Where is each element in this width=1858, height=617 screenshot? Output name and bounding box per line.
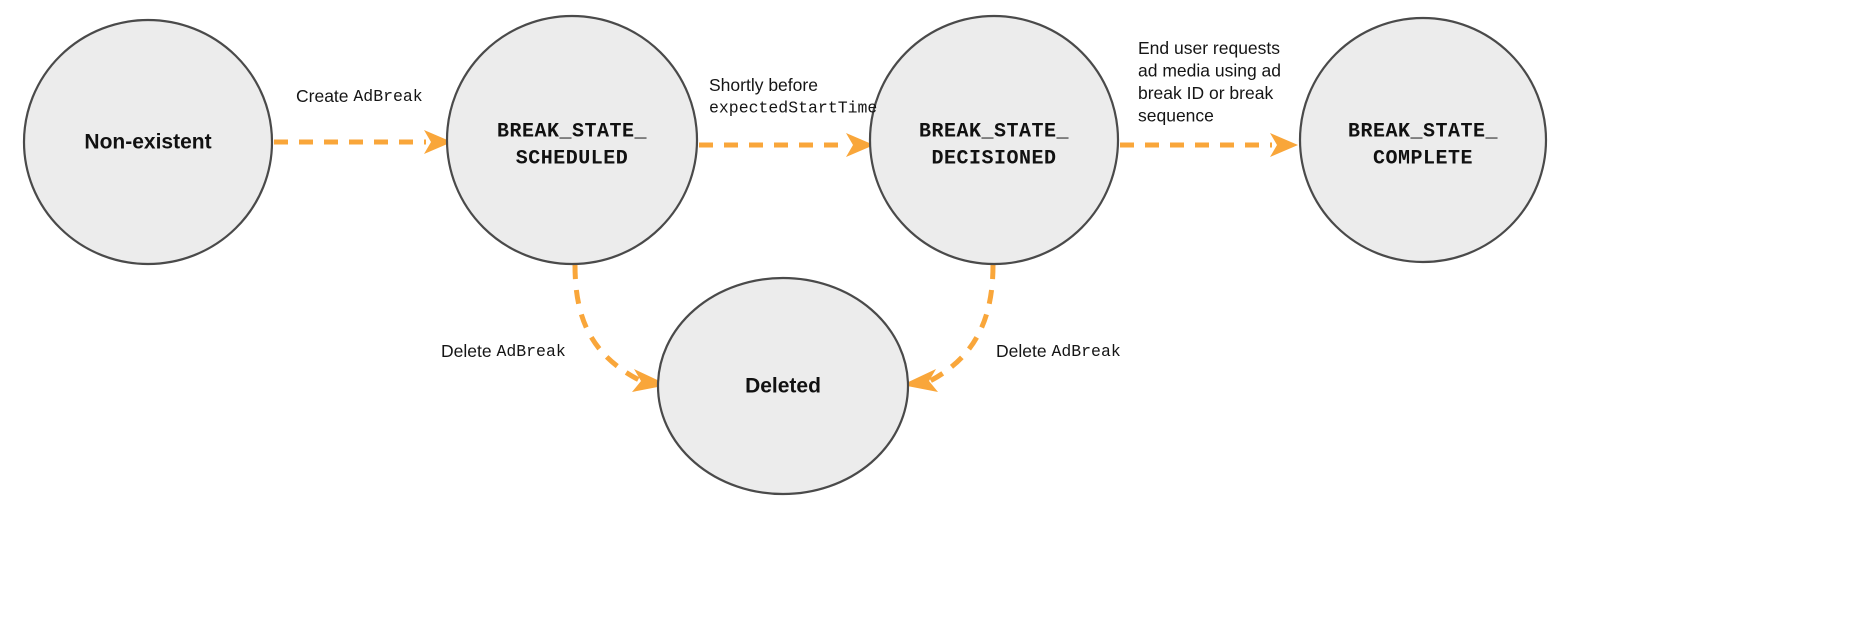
node-shape[interactable] (22, 18, 274, 266)
node-shape[interactable] (445, 14, 699, 266)
node-shape[interactable] (1298, 16, 1548, 264)
edge-shortly-before-expected-start-time (699, 133, 874, 157)
node-label-line2: DECISIONED (931, 147, 1056, 170)
edge-label-text: AdBreak (496, 342, 565, 361)
edge-label-line: ad media using ad (1138, 60, 1281, 80)
edge-label-line: break ID or break (1138, 83, 1273, 103)
arrowhead-icon (1270, 133, 1298, 157)
edge-label-text: ad media using ad (1138, 60, 1281, 80)
edge-label-text: sequence (1138, 105, 1214, 125)
edge-create-adbreak (274, 130, 452, 154)
edge-label-line: End user requests (1138, 38, 1280, 58)
arrowhead-icon (846, 133, 874, 157)
edge-label-line: sequence (1138, 105, 1214, 125)
edge-delete-adbreak-from-decisioned (902, 264, 996, 392)
edge-label-create-adbreak: Create AdBreak (296, 86, 423, 107)
node-label-line1: BREAK_STATE_ (919, 120, 1070, 143)
arrowhead-icon (424, 130, 452, 154)
edge-delete-adbreak-from-scheduled (572, 264, 668, 392)
edge-label-text: AdBreak (353, 87, 422, 106)
edge-label-text: Delete (996, 341, 1051, 361)
edge-label-line: Create AdBreak (296, 86, 423, 107)
node-break-state-scheduled[interactable]: BREAK_STATE_ SCHEDULED (445, 14, 699, 266)
edge-label-text: Shortly before (709, 75, 818, 95)
edge-label-text: expectedStartTime (709, 99, 877, 118)
node-non-existent[interactable]: Non-existent (22, 18, 274, 266)
edge-end-user-requests-ad-media (1120, 133, 1298, 157)
node-label-line2: COMPLETE (1373, 147, 1473, 170)
edge-label-line: Shortly before (709, 75, 818, 95)
edge-label-group: Create AdBreak Shortly before expectedStar… (296, 38, 1281, 362)
edge-label-delete-adbreak-from-decisioned: Delete AdBreak (996, 341, 1121, 362)
edge-line (928, 264, 996, 384)
node-shape[interactable] (868, 14, 1120, 266)
node-label: Deleted (745, 375, 821, 398)
edge-line (572, 264, 643, 384)
edge-label-shortly-before-expected-start-time: Shortly before expectedStartTime (709, 75, 877, 118)
edge-label-text: Create (296, 86, 353, 106)
edge-label-text: Delete (441, 341, 496, 361)
arrowhead-icon (902, 369, 938, 392)
node-break-state-complete[interactable]: BREAK_STATE_ COMPLETE (1298, 16, 1548, 264)
edge-label-line: Delete AdBreak (996, 341, 1121, 362)
edge-label-text: AdBreak (1051, 342, 1120, 361)
node-label-line2: SCHEDULED (516, 147, 629, 170)
node-label: Non-existent (84, 131, 211, 154)
node-deleted[interactable]: Deleted (656, 276, 910, 496)
node-shape[interactable] (656, 276, 910, 496)
node-label-line1: BREAK_STATE_ (497, 120, 648, 143)
node-label-line1: BREAK_STATE_ (1348, 120, 1499, 143)
edge-label-line: expectedStartTime (709, 99, 877, 118)
edge-label-line: Delete AdBreak (441, 341, 566, 362)
node-break-state-decisioned[interactable]: BREAK_STATE_ DECISIONED (868, 14, 1120, 266)
edge-label-text: break ID or break (1138, 83, 1273, 103)
edge-label-text: End user requests (1138, 38, 1280, 58)
edge-label-delete-adbreak-from-scheduled: Delete AdBreak (441, 341, 566, 362)
